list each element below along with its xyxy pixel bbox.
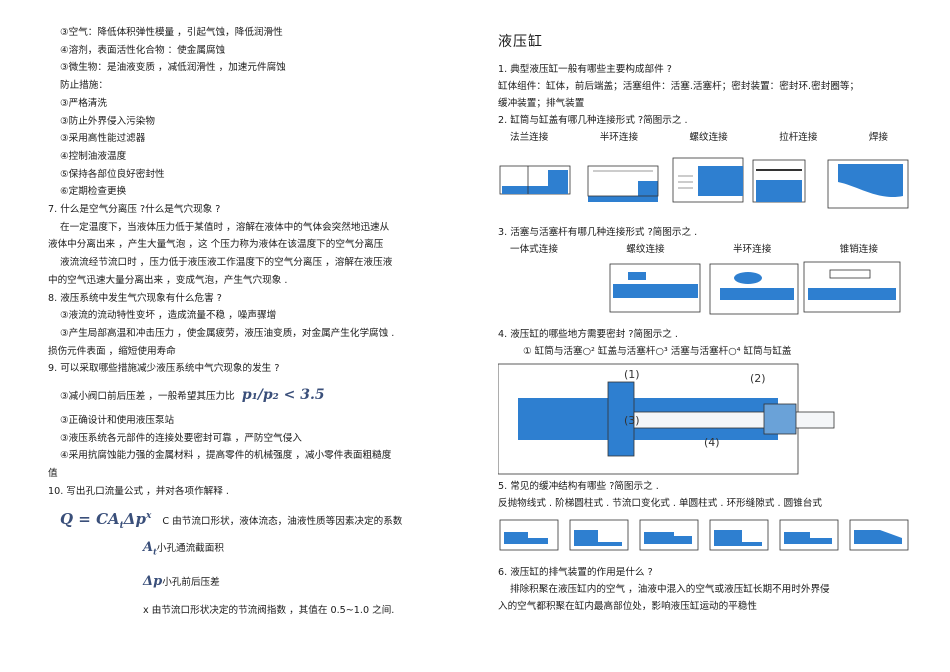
text-line: ③防止外界侵入污染物: [60, 115, 155, 127]
cylinder-seal-figure: (1) (2) (3) (4): [498, 363, 835, 475]
cushion-variant: [779, 519, 839, 551]
question-10: 10. 写出孔口流量公式 ，并对各项作解释 .: [48, 485, 229, 497]
formula-sub: t: [119, 520, 124, 531]
question-7: 7. 什么是空气分离压 ?什么是气穴现象 ?: [48, 204, 221, 216]
text-line: x 由节流口形状决定的节流阀指数 ，其值在 0.5~1.0 之间.: [143, 604, 395, 616]
text-line: ③采用高性能过滤器: [60, 133, 146, 145]
cylinder-cover-connection-figure: [499, 157, 909, 209]
integral-connection-drawing: [609, 263, 701, 313]
tie-rod-connection-drawing: [752, 159, 806, 203]
label-tie-rod: 拉杆连接: [779, 132, 818, 143]
flow-formula-line: Q = CAtΔpx C 由节流口形状，液体流态，油液性质等因素决定的系数: [60, 501, 468, 531]
text-line: ③减小阀口前后压差 ，一般希望其压力比 p₁/p₂ < 3.5: [48, 378, 468, 412]
question-5: 5. 常见的缓冲结构有哪些 ?简图示之 .: [498, 481, 659, 492]
seal-label-3: (3): [624, 414, 640, 427]
text-line: 中的空气迅速大量分离出来 ，变成气泡，产生气穴现象 .: [48, 274, 288, 286]
question-4: 4. 液压缸的哪些地方需要密封 ?简图示之 .: [498, 329, 678, 340]
cushion-variant: [639, 519, 699, 551]
text-line: ① 缸筒与活塞○² 缸盖与活塞杆○³ 活塞与活塞杆○⁴ 缸筒与缸盖: [523, 346, 792, 357]
text-line: ④溶剂，表面活性化合物 ：使金属腐蚀: [60, 44, 226, 56]
half-ring-connection-drawing: [587, 165, 659, 202]
formula-sup: x: [145, 510, 152, 521]
text-span: 小孔前后压差: [162, 576, 220, 588]
question-9: 9. 可以采取哪些措施减少液压系统中气穴现象的发生 ?: [48, 363, 280, 375]
text-line: ⑥定期检查更换: [60, 186, 127, 198]
text-line: ③产生局部高温和冲击压力 ，使金属疲劳，液压油变质，对金属产生化学腐蚀 .: [60, 327, 395, 339]
label-weld: 焊接: [868, 132, 888, 143]
text-line: 在一定温度下，当液体压力低于某值时 ，溶解在液体中的气体会突然地迅速从: [60, 221, 390, 233]
label-taper-pin: 锥销连接: [839, 244, 878, 255]
text-line: ③液流的流动特性变坏 ，造成流量不稳 ，噪声骤增: [60, 310, 277, 322]
text-line: 防止措施：: [60, 80, 108, 92]
section-title: 液压缸: [498, 34, 543, 50]
piston-rod-connection-figure: [609, 261, 901, 315]
cushion-structure-figure: [499, 519, 909, 551]
connection-labels: 法兰连接 半环连接 螺纹连接 拉杆连接 焊接: [498, 129, 918, 146]
text-line: ③正确设计和使用液压泵站: [60, 415, 175, 427]
text-span: ③减小阀口前后压差 ，一般希望其压力比: [60, 391, 235, 403]
seal-label-4: (4): [704, 436, 720, 449]
text-span: 小孔通流截面积: [156, 542, 224, 554]
piston: [607, 381, 635, 457]
question-1: 1. 典型液压缸一般有哪些主要构成部件 ?: [498, 64, 672, 75]
flange-connection-drawing: [499, 165, 571, 195]
text-line: ③液压系统各元部件的连接处要密封可靠 ，严防空气侵入: [60, 432, 302, 444]
text-line: 损伤元件表面 ，缩短使用寿命: [48, 345, 176, 357]
text-line: 缸体组件：缸体，前后端盖；活塞组件：活塞.活塞杆；密封装置：密封环.密封圈等；: [498, 81, 860, 92]
pressure-diff-symbol: Δp: [143, 573, 163, 589]
symbol-sub: t: [153, 546, 157, 557]
text-line: 排除积聚在液压缸内的空气 ，油液中混入的空气或液压缸长期不用时外界侵: [510, 584, 830, 595]
text-line: 液流流经节流口时 ，压力低于液压液工作温度下的空气分离压 ，溶解在液压液: [60, 257, 393, 269]
flow-formula: Q = CAtΔpx: [60, 509, 152, 531]
question-6: 6. 液压缸的排气装置的作用是什么 ?: [498, 567, 653, 578]
label-flange: 法兰连接: [510, 132, 549, 143]
text-line: ⑤保持各部位良好密封性: [60, 168, 165, 180]
cushion-variant: [499, 519, 559, 551]
piston-connection-labels: 一体式连接 螺纹连接 半环连接 锥销连接: [498, 241, 918, 258]
question-8: 8. 液压系统中发生气穴现象有什么危害 ?: [48, 292, 222, 304]
text-line: At小孔通流截面积: [48, 531, 468, 565]
seal-label-2: (2): [750, 372, 766, 385]
formula-part: Δp: [123, 509, 146, 528]
formula-part: Q = CA: [60, 509, 120, 528]
text-line: 液体中分离出来 ，产生大量气泡 ，这 个压力称为液体在该温度下的空气分离压: [48, 239, 384, 251]
question-3: 3. 活塞与活塞杆有哪几种连接形式 ?简图示之 .: [498, 227, 698, 238]
cushion-variant: [709, 519, 769, 551]
cushion-variant: [569, 519, 629, 551]
piston-rod: [633, 411, 835, 429]
left-column: ③空气：降低体积弹性模量 ，引起气蚀，降低润滑性 ④溶剂，表面活性化合物 ：使金…: [48, 24, 468, 623]
question-2: 2. 缸筒与缸盖有哪几种连接形式 ?简图示之 .: [498, 115, 688, 126]
label-integral: 一体式连接: [510, 244, 558, 255]
thread-connection-drawing: [672, 157, 744, 203]
text-line: ③空气：降低体积弹性模量 ，引起气蚀，降低润滑性: [60, 27, 283, 38]
weld-connection-drawing: [827, 159, 909, 209]
area-symbol: At: [143, 539, 157, 557]
text-span: C 由节流口形状，液体流态，油液性质等因素决定的系数: [162, 515, 403, 527]
half-ring-piston-drawing: [803, 261, 901, 313]
symbol-part: A: [143, 539, 154, 555]
label-half-ring: 半环连接: [599, 132, 639, 143]
right-column: 液压缸 1. 典型液压缸一般有哪些主要构成部件 ? 缸体组件：缸体，前后端盖；活…: [498, 34, 918, 615]
text-line: Δp小孔前后压差: [48, 565, 468, 599]
text-line: ④采用抗腐蚀能力强的金属材料 ，提高零件的机械强度 ，减小零件表面粗糙度: [60, 450, 392, 462]
label-half-ring: 半环连接: [732, 244, 772, 255]
text-line: 缓冲装置；排气装置: [498, 98, 585, 109]
label-thread: 螺纹连接: [626, 244, 665, 255]
thread-piston-drawing: [709, 263, 799, 315]
cylinder-cover: [763, 403, 797, 435]
pressure-ratio-formula: p₁/p₂ < 3.5: [241, 387, 325, 404]
seal-label-1: (1): [624, 368, 640, 381]
text-line: ③微生物：是油液变质 ，减低润滑性 ，加速元件腐蚀: [60, 62, 286, 74]
text-line: ③严格清洗: [60, 97, 107, 109]
text-line: 反抛物线式 . 阶梯圆柱式 . 节流口变化式 . 单圆柱式 . 环形缝隙式 . …: [498, 498, 822, 509]
text-line: ④控制油液温度: [60, 150, 127, 162]
text-line: 入的空气都积聚在缸内最高部位处，影响液压缸运动的平稳性: [498, 601, 758, 612]
text-line: 值: [48, 468, 58, 480]
label-thread: 螺纹连接: [689, 132, 728, 143]
cushion-variant: [849, 519, 909, 551]
